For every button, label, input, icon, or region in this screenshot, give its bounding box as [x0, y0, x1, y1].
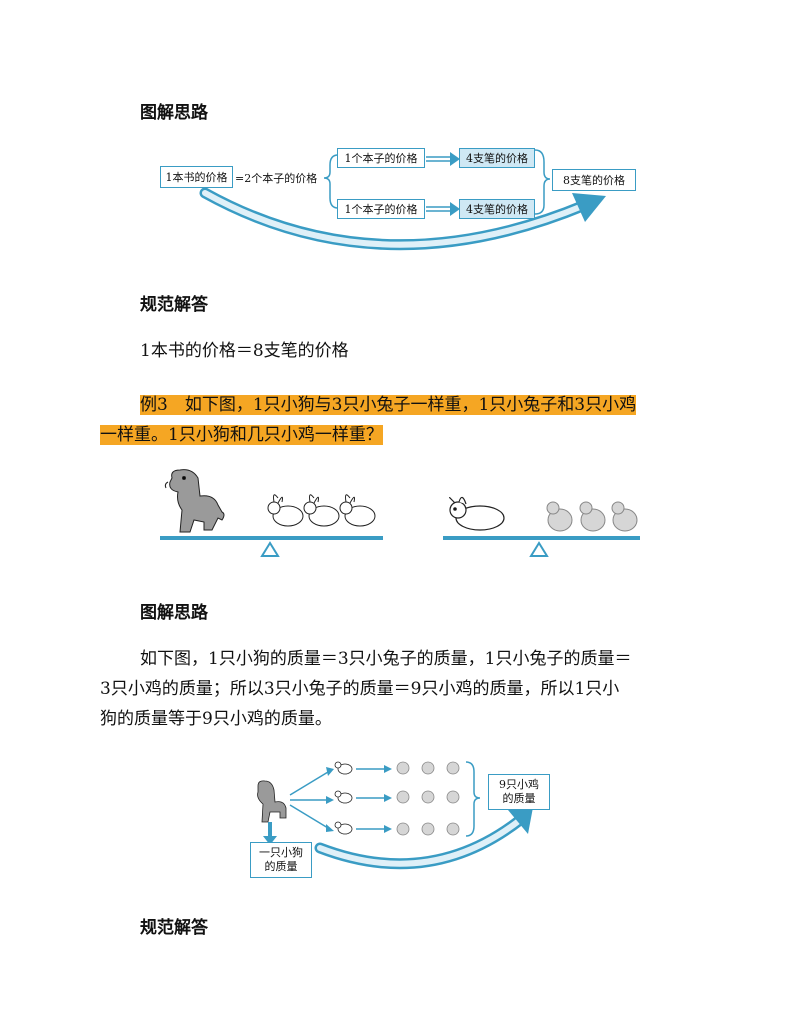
- arrow-to-rabbit-3: [290, 805, 328, 828]
- small-dog: [258, 781, 286, 822]
- diagram-rabbit-2: [335, 791, 352, 803]
- chicks-brace: [466, 762, 480, 836]
- nine-chicks-line2: 的质量: [503, 792, 536, 806]
- section-heading-answer-2: 规范解答: [140, 913, 208, 938]
- arrow-to-rabbit-1: [290, 772, 328, 795]
- nine-chicks-line1: 9只小鸡: [499, 778, 539, 792]
- nine-chicks-weight-box: 9只小鸡 的质量: [488, 774, 550, 810]
- dog-weight-line2: 的质量: [265, 860, 298, 874]
- diagram-2-arrows: [0, 0, 800, 900]
- diagram-rabbit-1: [335, 762, 352, 774]
- diagram-rabbit-3: [335, 822, 352, 834]
- chick-grid: [397, 762, 459, 835]
- dog-weight-line1: 一只小狗: [259, 846, 303, 860]
- dog-weight-box: 一只小狗 的质量: [250, 842, 312, 878]
